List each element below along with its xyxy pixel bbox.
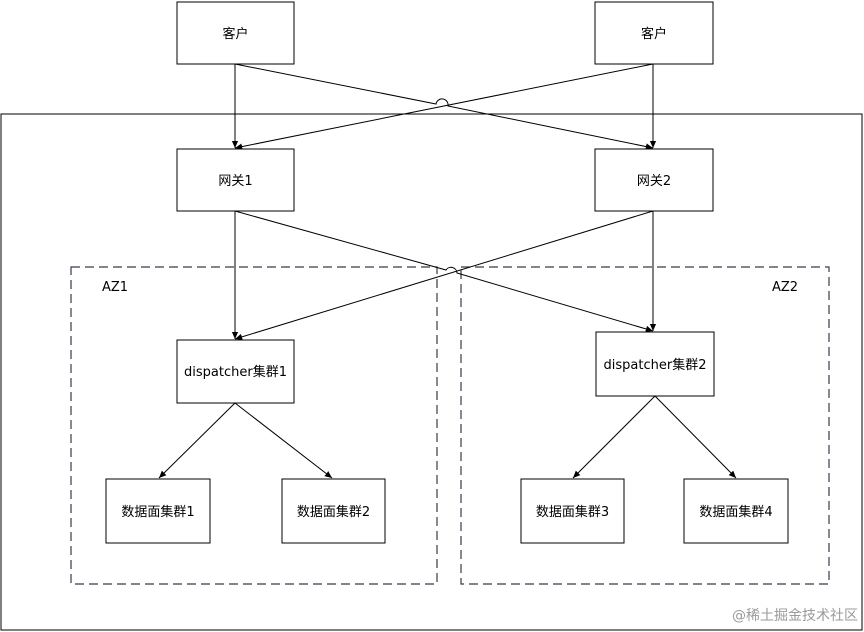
dispatcher2-label: dispatcher集群2 <box>604 357 707 373</box>
data-plane-cluster1-label: 数据面集群1 <box>121 504 194 520</box>
dispatcher1-node: dispatcher集群1 <box>176 339 295 404</box>
az1-zone <box>70 266 438 585</box>
data-plane-cluster3-label: 数据面集群3 <box>536 504 609 520</box>
data-plane-cluster3-node: 数据面集群3 <box>520 478 625 544</box>
edge-gateway1-to-dispatcher2 <box>234 210 654 333</box>
client-left-node: 客户 <box>176 1 295 65</box>
client-right-node: 客户 <box>594 1 714 65</box>
data-plane-cluster4-label: 数据面集群4 <box>699 504 772 520</box>
edge-dispatcher2-to-data3 <box>572 395 656 479</box>
az2-zone <box>460 266 830 585</box>
az1-label: AZ1 <box>102 280 128 295</box>
data-plane-cluster2-label: 数据面集群2 <box>297 504 370 520</box>
data-plane-cluster2-node: 数据面集群2 <box>281 478 386 544</box>
client-left-label: 客户 <box>222 26 248 42</box>
edge-dispatcher1-to-data2 <box>234 402 333 479</box>
gateway1-label: 网关1 <box>218 174 252 189</box>
edge-dispatcher2-to-data4 <box>654 395 737 479</box>
gateway2-node: 网关2 <box>594 148 714 212</box>
edge-dispatcher1-to-data1 <box>158 402 236 479</box>
client-right-label: 客户 <box>641 26 667 42</box>
watermark: @稀土掘金技术社区 <box>732 608 858 624</box>
data-plane-cluster4-node: 数据面集群4 <box>683 478 789 544</box>
dispatcher2-node: dispatcher集群2 <box>595 331 715 397</box>
az2-label: AZ2 <box>772 280 798 295</box>
outer-container <box>0 113 863 631</box>
edge-gateway2-to-dispatcher1 <box>234 210 654 340</box>
gateway1-node: 网关1 <box>176 148 295 212</box>
dispatcher1-label: dispatcher集群1 <box>184 364 287 380</box>
data-plane-cluster1-node: 数据面集群1 <box>105 478 211 544</box>
gateway2-label: 网关2 <box>637 174 671 189</box>
edge-client-right-to-gateway1 <box>234 63 654 150</box>
